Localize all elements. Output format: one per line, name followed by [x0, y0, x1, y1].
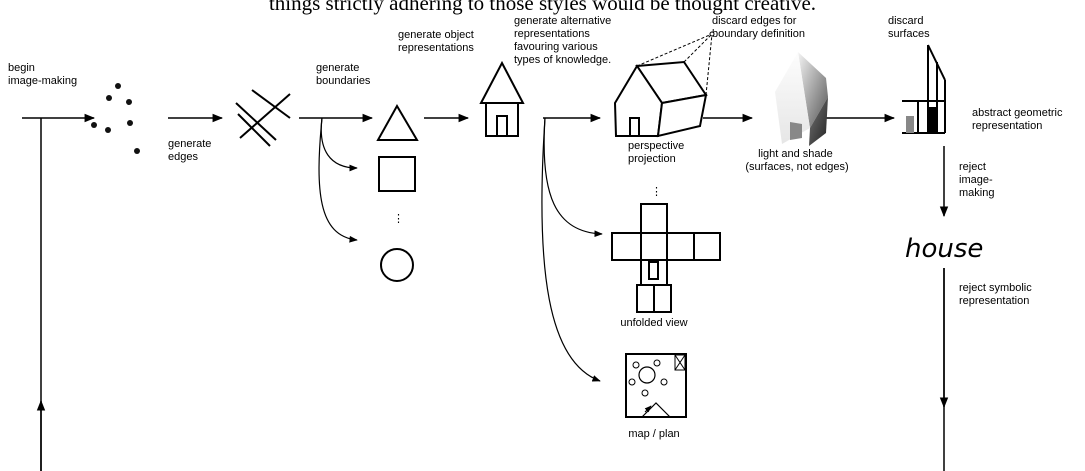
ellipsis-boundaries: ⋮ — [393, 213, 404, 225]
header-text: things strictly adhering to those styles… — [268, 0, 817, 15]
perspective-house — [613, 31, 715, 138]
label-reject-symbolic-representation: reject symbolic representation — [959, 282, 1035, 307]
map-plan-drawing — [625, 353, 687, 418]
circle-shape — [380, 248, 414, 282]
label-unfolded-view: unfolded view — [620, 317, 687, 329]
label-reject-image-making: reject image- making — [959, 161, 996, 199]
label-generate-object-representations: generate object representations — [398, 29, 477, 54]
arrow-to-circle — [318, 117, 358, 243]
label-house-word: house — [905, 234, 983, 264]
house-drawing — [479, 60, 525, 137]
label-discard-surfaces: discard surfaces — [888, 15, 930, 40]
label-generate-edges: generate edges — [168, 138, 215, 163]
label-light-and-shade: light and shade (surfaces, not edges) — [745, 148, 848, 173]
arrow-to-square — [320, 117, 358, 172]
label-generate-boundaries: generate boundaries — [316, 62, 371, 87]
arrow-to-unfolded-view — [543, 117, 603, 238]
square-shape — [378, 156, 416, 192]
label-discard-edges: discard edges for boundary definition — [712, 15, 805, 40]
label-generate-alternative-representations: generate alternative representations fav… — [514, 15, 614, 66]
label-begin-image-making: begin image-making — [8, 62, 77, 87]
triangle-shape — [376, 103, 419, 141]
arrow-to-map-plan — [541, 117, 601, 382]
ellipsis-alternatives: ⋮ — [651, 186, 662, 198]
label-map-plan: map / plan — [628, 428, 679, 440]
shaded-house — [775, 52, 828, 146]
label-abstract-geometric-representation: abstract geometric representation — [972, 107, 1066, 132]
label-perspective-projection: perspective projection — [628, 140, 687, 165]
abstract-house — [902, 44, 946, 134]
points-cluster — [91, 83, 140, 154]
edges-lines — [235, 89, 291, 147]
unfolded-view-net — [611, 203, 721, 313]
